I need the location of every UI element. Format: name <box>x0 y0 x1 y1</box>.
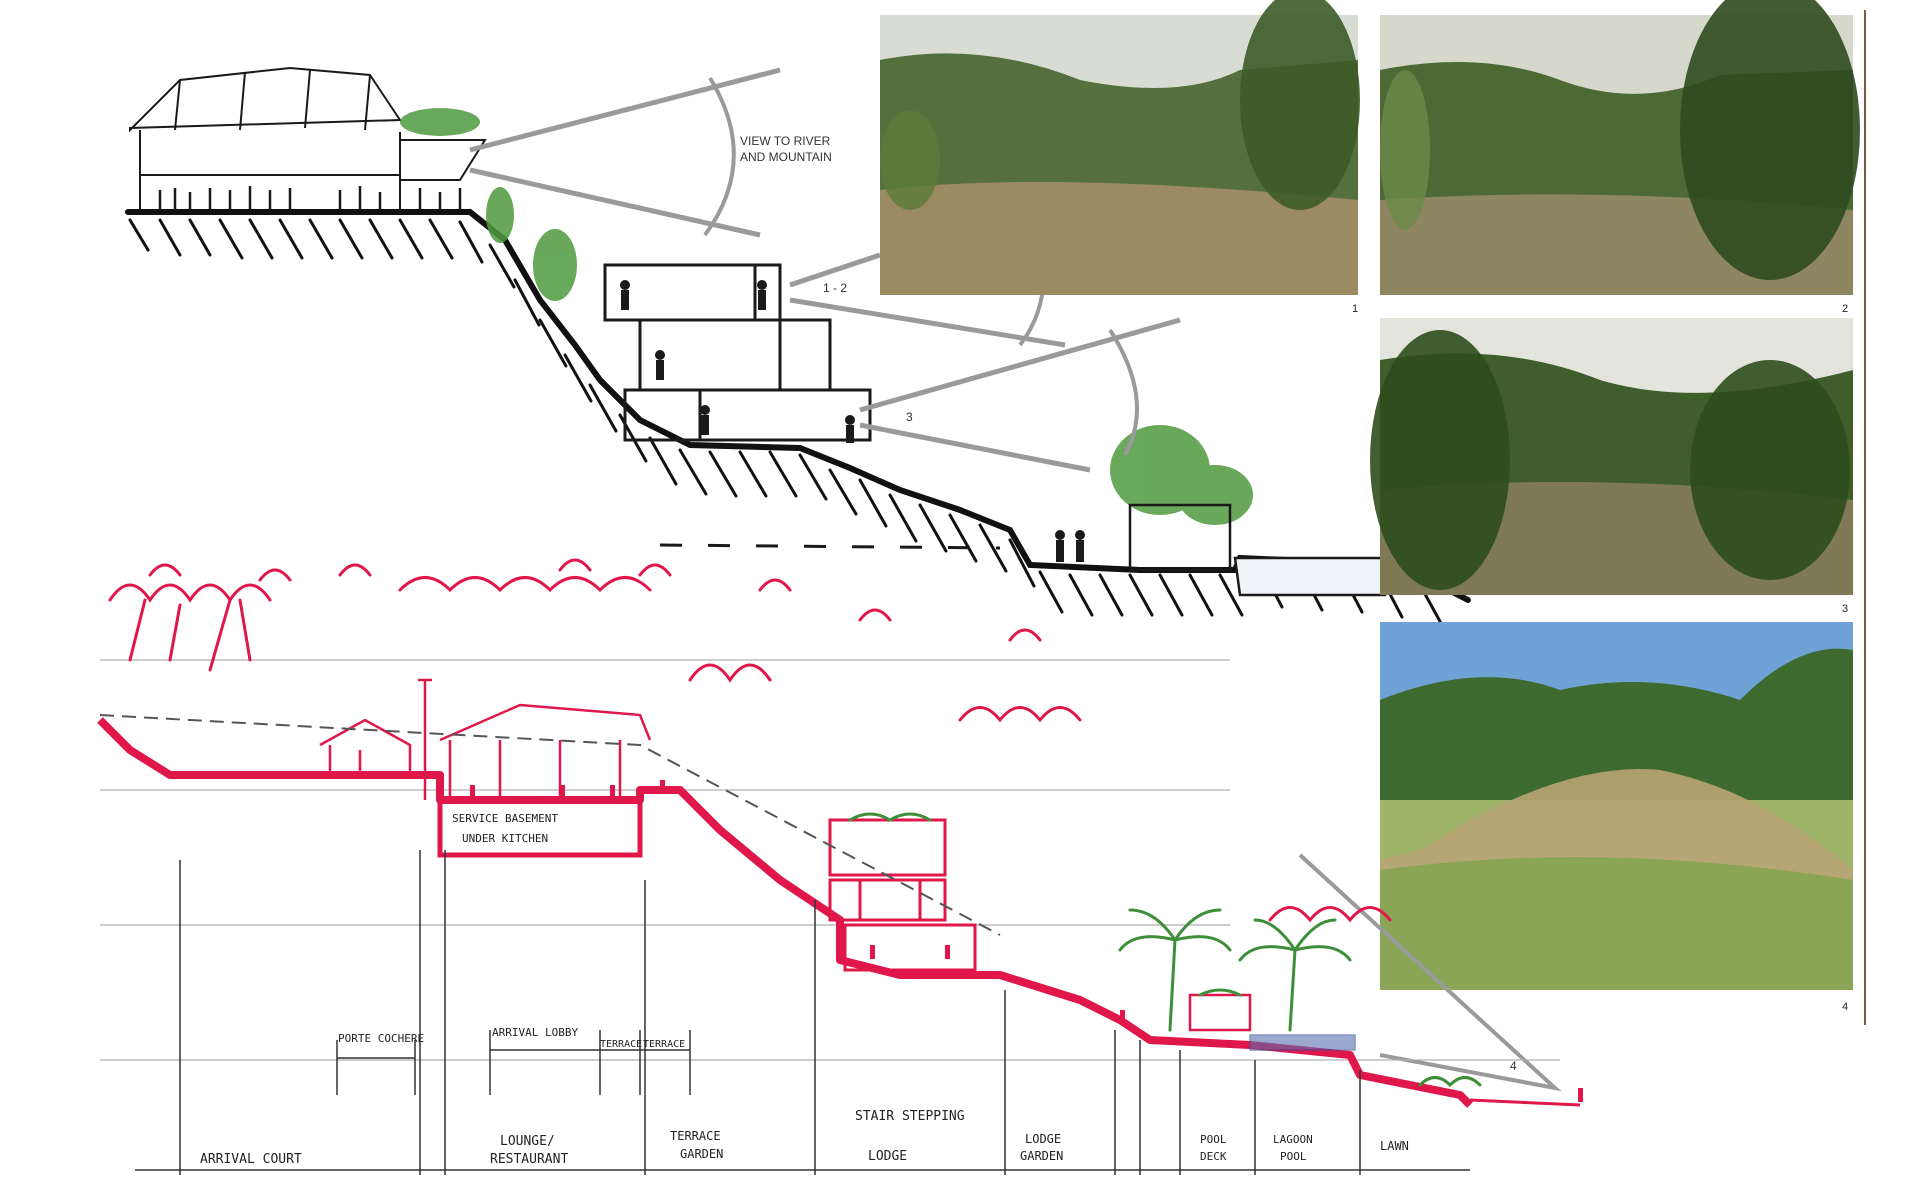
red-terrain-profile <box>97 717 1473 1108</box>
red-terrain-tail <box>1469 1098 1581 1107</box>
zone-lodge: LODGE <box>868 1149 907 1164</box>
label-porte-cochere: PORTE COCHERE <box>338 1032 424 1045</box>
top-pavilion-people <box>158 186 462 210</box>
arrival-pavilions <box>319 678 652 800</box>
marker-1-2: 1 - 2 <box>823 281 847 295</box>
zone-lodge-garden-line2: GARDEN <box>1020 1149 1063 1163</box>
zone-labels: ARRIVAL COURT LOUNGE/ RESTAURANT TERRACE… <box>200 1129 1409 1167</box>
zone-lounge-line1: LOUNGE/ <box>500 1134 555 1149</box>
label-under-kitchen: UNDER KITCHEN <box>462 832 548 845</box>
top-dashed-line <box>659 543 1001 550</box>
zone-pool-deck-line1: POOL <box>1200 1133 1227 1146</box>
stair-stepping-lodge <box>828 818 977 972</box>
photo-2-label: 2 <box>1842 303 1848 315</box>
photo-1-hills <box>880 53 1358 201</box>
label-terrace-1: TERRACE <box>600 1039 642 1050</box>
photo-1-ground <box>880 182 1358 295</box>
zone-terrace-garden-line2: GARDEN <box>680 1147 723 1161</box>
label-arrival-lobby: ARRIVAL LOBBY <box>492 1026 578 1039</box>
zone-terrace-garden-line1: TERRACE <box>670 1129 721 1143</box>
label-stair-stepping: STAIR STEPPING <box>855 1109 965 1124</box>
upper-dimension-lines <box>337 1049 690 1059</box>
zone-lagoon-pool-line1: LAGOON <box>1273 1133 1313 1146</box>
zone-lagoon-pool-line2: POOL <box>1280 1150 1307 1163</box>
bottom-section-sketch: SERVICE BASEMENT UNDER KITCHEN <box>97 558 1583 1175</box>
top-lodge-people <box>620 280 1085 562</box>
zone-pool-deck-line2: DECK <box>1200 1150 1227 1163</box>
palm-trees <box>848 812 1482 1088</box>
photo-4-label: 4 <box>1842 1001 1848 1013</box>
zone-lodge-garden-line1: LODGE <box>1025 1132 1061 1146</box>
pool-deck-structure <box>1188 993 1252 1032</box>
photo-4-hills <box>1380 648 1853 800</box>
view-note-line1: VIEW TO RIVER <box>740 134 831 148</box>
photo-1-label: 1 <box>1352 303 1358 315</box>
zone-dividers <box>179 850 1361 1175</box>
label-terrace-2: TERRACE <box>643 1039 685 1050</box>
service-basement <box>437 797 643 858</box>
photo-4-sightline <box>1298 853 1562 1092</box>
photo-panel: 1 2 3 4 <box>880 0 1866 1092</box>
label-service-basement: SERVICE BASEMENT <box>452 812 558 825</box>
photo-2: 2 <box>1380 0 1860 315</box>
zone-lounge-line2: RESTAURANT <box>490 1152 568 1167</box>
view-note-line2: AND MOUNTAIN <box>740 150 832 164</box>
top-section-sketch: VIEW TO RIVER AND MOUNTAIN 1 - 2 3 <box>125 66 1471 627</box>
photo-4-ground <box>1380 857 1853 990</box>
bottom-dashed-sightline <box>99 714 1001 936</box>
photo-3-label: 3 <box>1842 603 1848 615</box>
photo-4: 4 <box>1380 622 1853 1013</box>
red-tree-scribbles <box>108 558 1392 923</box>
zone-lawn: LAWN <box>1380 1139 1409 1153</box>
top-pavilion <box>129 66 487 210</box>
red-figures <box>470 780 1583 1102</box>
photo-1: 1 <box>880 0 1360 315</box>
lagoon-pool <box>1249 1034 1356 1051</box>
marker-3: 3 <box>906 410 913 424</box>
top-tiered-lodge <box>603 263 872 442</box>
top-sightlines <box>469 67 1181 473</box>
photo-3: 3 <box>1370 318 1853 615</box>
top-roof-planting <box>400 108 1253 525</box>
zone-arrival-court: ARRIVAL COURT <box>200 1152 302 1167</box>
marker-4: 4 <box>1510 1059 1517 1073</box>
